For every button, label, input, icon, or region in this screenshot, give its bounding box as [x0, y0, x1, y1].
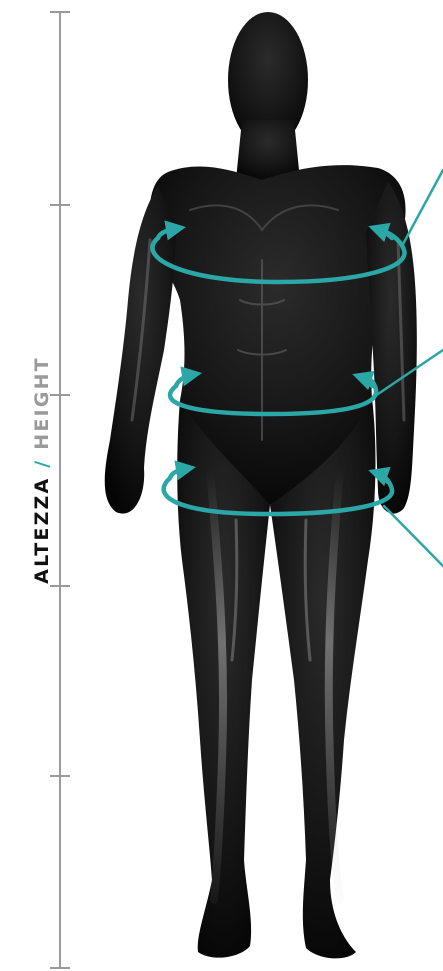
height-label-primary: ALTEZZA: [31, 477, 53, 584]
height-ruler: [50, 12, 70, 968]
height-label-secondary: HEIGHT: [31, 356, 53, 450]
chest-pointer-line: [402, 170, 443, 246]
human-body: [105, 12, 417, 958]
body-neck: [236, 120, 300, 180]
height-label: ALTEZZA / HEIGHT: [31, 356, 53, 584]
hips-pointer-line: [384, 506, 443, 566]
height-label-separator: /: [31, 450, 53, 477]
